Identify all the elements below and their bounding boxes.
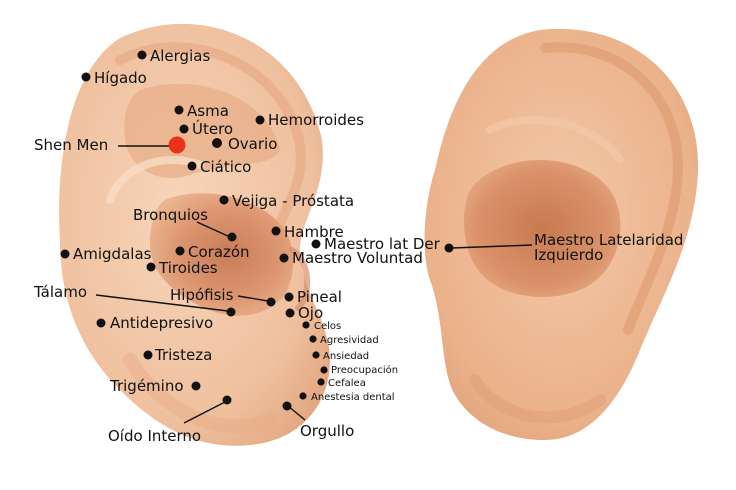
- anestesia-dental-dot: [299, 392, 307, 400]
- celos-label: Celos: [314, 321, 341, 332]
- ojo-label: Ojo: [298, 304, 323, 322]
- maestro-lateralidad-label: Maestro Latelaridad: [534, 231, 683, 249]
- tristeza-label: Tristeza: [154, 346, 212, 364]
- agresividad-dot: [309, 335, 317, 343]
- trigemino-label: Trigémino: [109, 377, 184, 395]
- hambre-dot: [271, 226, 281, 236]
- corazon-label: Corazón: [188, 243, 250, 261]
- pineal-dot: [284, 292, 294, 302]
- alergias-dot: [137, 50, 147, 60]
- shen-men-label: Shen Men: [34, 136, 108, 154]
- pineal-label: Pineal: [297, 288, 342, 306]
- ovario-dot: [212, 138, 222, 148]
- preocupacion-dot: [320, 366, 328, 374]
- left-lobe-shade: [123, 353, 277, 434]
- antidepresivo-label: Antidepresivo: [110, 314, 213, 332]
- preocupacion-label: Preocupación: [331, 364, 398, 376]
- tristeza-dot: [143, 350, 153, 360]
- celos-dot: [302, 321, 310, 329]
- left-concha: [150, 193, 294, 316]
- utero-dot: [179, 124, 189, 134]
- higado-label: Hígado: [94, 69, 147, 87]
- talamo-leader: [95, 294, 229, 312]
- trigemino-dot: [191, 381, 201, 391]
- hipofisis-leader: [237, 295, 269, 302]
- bronquios-label: Bronquios: [133, 206, 208, 224]
- asma-dot: [174, 105, 184, 115]
- left-helix-fold: [115, 42, 306, 235]
- hipofisis-dot: [266, 297, 276, 307]
- vejiga-prostata-dot: [219, 195, 229, 205]
- ojo-dot: [285, 308, 295, 318]
- utero-label: Útero: [192, 119, 233, 138]
- left-tragus: [289, 247, 311, 311]
- corazon-dot: [175, 246, 185, 256]
- orgullo-dot: [282, 401, 292, 411]
- talamo-label: Tálamo: [33, 283, 87, 301]
- agresividad-label: Agresividad: [320, 335, 379, 346]
- maestro-lat-der-dot: [311, 239, 321, 249]
- oido-interno-dot: [222, 395, 232, 405]
- right-ear: [424, 28, 699, 441]
- left-ear: [59, 23, 331, 446]
- alergias-label: Alergias: [150, 47, 210, 65]
- hambre-label: Hambre: [284, 223, 344, 241]
- left-fossa: [124, 83, 280, 179]
- left-antihelix: [106, 156, 204, 204]
- maestro-lat-der-label: Maestro lat Der: [324, 235, 441, 253]
- bronquios-leader: [196, 221, 231, 238]
- maestro-voluntad-dot: [279, 253, 289, 263]
- tiroides-label: Tiroides: [158, 259, 218, 277]
- hipofisis-label: Hipófisis: [170, 286, 234, 304]
- ovario-label: Ovario: [228, 135, 277, 153]
- oido-interno-leader: [183, 401, 226, 424]
- oido-interno-label: Oído Interno: [108, 427, 201, 445]
- antidepresivo-dot: [96, 318, 106, 328]
- maestro-lateralidad-dot: [444, 243, 454, 253]
- right-lobe-shade: [469, 374, 606, 424]
- amigdalas-label: Amigdalas: [73, 245, 152, 263]
- bronquios-dot: [227, 232, 237, 242]
- right-concha: [463, 160, 621, 297]
- anestesia-dental-label: Anestesia dental: [311, 392, 395, 403]
- hemorroides-dot: [255, 115, 265, 125]
- cefalea-dot: [317, 378, 325, 386]
- ciatico-label: Ciático: [200, 158, 251, 176]
- maestro-lateralidad-leader: [451, 244, 533, 249]
- maestro-voluntad-label: Maestro Voluntad: [292, 249, 423, 267]
- amigdalas-dot: [60, 249, 70, 259]
- ciatico-dot: [187, 161, 197, 171]
- hemorroides-label: Hemorroides: [268, 111, 364, 129]
- higado-dot: [81, 72, 91, 82]
- cefalea-label: Cefalea: [328, 378, 366, 389]
- point-dots: [60, 50, 454, 411]
- right-antihelix: [486, 116, 624, 164]
- vejiga-prostata-label: Vejiga - Próstata: [232, 192, 354, 210]
- tiroides-dot: [146, 262, 156, 272]
- orgullo-label: Orgullo: [300, 422, 354, 440]
- point-labels: Alergias Hígado Asma Útero Hemorroides S…: [33, 47, 683, 445]
- asma-label: Asma: [187, 102, 229, 120]
- maestro-lateralidad-label-line2: Izquierdo: [534, 246, 603, 264]
- ansiedad-label: Ansiedad: [323, 351, 369, 362]
- ansiedad-dot: [312, 351, 320, 359]
- right-helix-fold: [540, 42, 684, 335]
- leader-lines: [95, 145, 533, 424]
- talamo-dot: [226, 307, 236, 317]
- shen-men-dot: [168, 136, 186, 154]
